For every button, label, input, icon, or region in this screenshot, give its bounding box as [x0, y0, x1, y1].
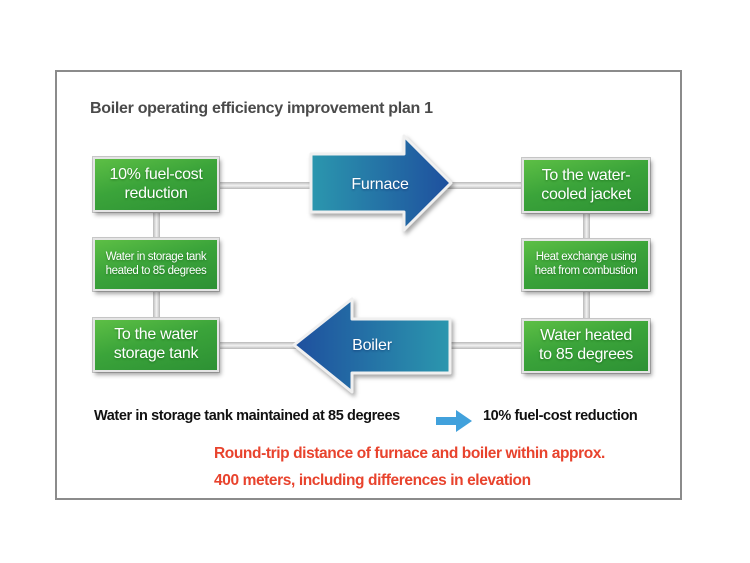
- box-label: heated to 85 degrees: [105, 264, 207, 277]
- box-label: reduction: [124, 184, 188, 202]
- box-label: to 85 degrees: [539, 346, 633, 363]
- furnace-arrow-label: Furnace: [351, 176, 409, 193]
- fuel-cost-reduction-box: 10% fuel-cost reduction: [93, 157, 219, 212]
- box-label: To the water-: [541, 166, 631, 184]
- arrow-right-icon: [434, 407, 474, 440]
- heat-exchange-box: Heat exchange using heat from combustion: [522, 239, 650, 291]
- box-label: cooled jacket: [541, 185, 631, 203]
- water-storage-tank-box: To the water storage tank: [93, 318, 219, 372]
- diagram-title: Boiler operating efficiency improvement …: [90, 100, 433, 117]
- box-label: heat from combustion: [534, 265, 638, 277]
- box-label: 10% fuel-cost: [109, 165, 203, 183]
- summary-right-text: 10% fuel-cost reduction: [483, 408, 638, 424]
- block-arrow-left-icon: [292, 297, 452, 394]
- distance-note-line2: 400 meters, including differences in ele…: [214, 472, 531, 489]
- storage-tank-heated-box: Water in storage tank heated to 85 degre…: [93, 238, 219, 291]
- diagram-frame: Boiler operating efficiency improvement …: [55, 70, 682, 500]
- block-arrow-right-icon: [309, 134, 453, 232]
- box-label: Water heated: [540, 327, 632, 345]
- boiler-arrow: Boiler: [287, 294, 457, 397]
- box-label: Water in storage tank: [105, 250, 207, 263]
- box-label: To the water: [114, 326, 198, 344]
- distance-note: Round-trip distance of furnace and boile…: [214, 440, 605, 494]
- distance-note-line1: Round-trip distance of furnace and boile…: [214, 445, 605, 462]
- summary-left-text: Water in storage tank maintained at 85 d…: [94, 408, 400, 424]
- water-heated-box: Water heated to 85 degrees: [522, 319, 650, 373]
- box-label: Heat exchange using: [535, 251, 637, 264]
- furnace-arrow: Furnace: [302, 132, 458, 238]
- box-label: storage tank: [113, 345, 199, 362]
- boiler-arrow-label: Boiler: [352, 336, 392, 354]
- water-cooled-jacket-box: To the water- cooled jacket: [522, 158, 650, 213]
